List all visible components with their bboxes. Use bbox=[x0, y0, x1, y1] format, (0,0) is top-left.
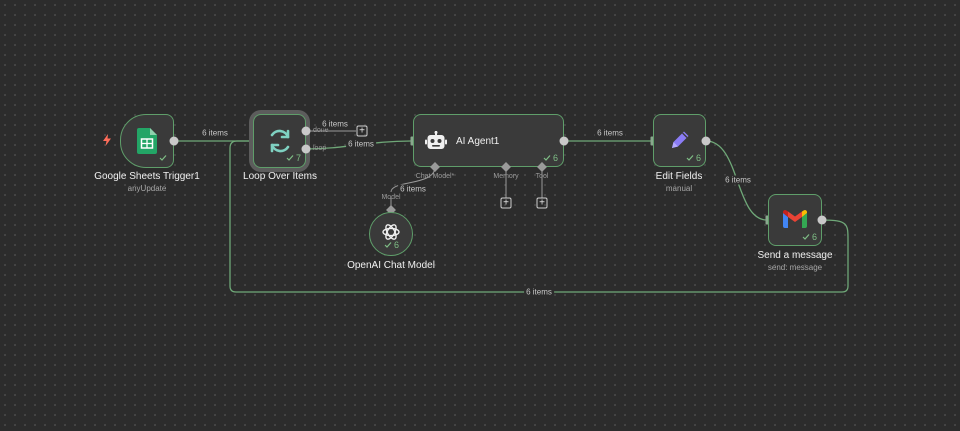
google-sheets-icon bbox=[135, 127, 159, 155]
loop-over-items-node[interactable]: 7 bbox=[253, 114, 306, 168]
edit-fields-subtitle: manual bbox=[665, 184, 693, 193]
edit-fields-success-count: 6 bbox=[686, 153, 701, 163]
add-tool-button[interactable]: + bbox=[536, 197, 548, 209]
openai-chat-model-node[interactable]: 6 bbox=[369, 212, 413, 256]
send-a-message-node[interactable]: 6 bbox=[768, 194, 822, 246]
trigger-bolt-icon bbox=[103, 134, 111, 146]
edge-send-to-loop bbox=[229, 140, 849, 293]
send-message-success-count: 6 bbox=[802, 232, 817, 242]
ai-agent-title: AI Agent1 bbox=[456, 136, 500, 147]
ai-agent-success-count: 6 bbox=[543, 153, 558, 163]
loop-done-output-handle[interactable] bbox=[301, 126, 311, 136]
add-memory-button[interactable]: + bbox=[500, 197, 512, 209]
openai-success-count: 6 bbox=[384, 240, 399, 250]
gmail-icon bbox=[782, 208, 808, 230]
loop-success-count: 7 bbox=[286, 153, 301, 163]
loop-input-handle[interactable] bbox=[249, 136, 255, 146]
edit-fields-output-handle[interactable] bbox=[701, 136, 711, 146]
memory-port-label: Memory bbox=[493, 173, 519, 180]
refresh-icon bbox=[266, 127, 294, 155]
edit-fields-title: Edit Fields bbox=[655, 171, 703, 182]
success-check-icon bbox=[159, 154, 167, 162]
edge-label-agent-to-edit: 6 items bbox=[595, 128, 625, 138]
ai-agent-node[interactable]: AI Agent1 6 bbox=[413, 114, 564, 167]
chat-model-port-label: Chat Model* bbox=[415, 173, 455, 180]
google-sheets-trigger-node[interactable] bbox=[120, 114, 174, 168]
openai-icon bbox=[380, 221, 402, 243]
edge-label-model-to-agent: 6 items bbox=[398, 184, 428, 194]
pencil-icon bbox=[667, 127, 693, 153]
send-message-title: Send a message bbox=[757, 250, 833, 261]
edit-fields-node[interactable]: 6 bbox=[653, 114, 706, 167]
robot-icon bbox=[424, 129, 448, 153]
openai-node-title: OpenAI Chat Model bbox=[347, 260, 435, 271]
ai-agent-output-handle[interactable] bbox=[559, 136, 569, 146]
edge-label-edit-to-send: 6 items bbox=[723, 175, 753, 185]
edge-label-loop-done: 6 items bbox=[320, 119, 350, 129]
sheets-trigger-output-handle[interactable] bbox=[169, 136, 179, 146]
loop-done-port-label: done bbox=[313, 127, 329, 134]
loop-done-add-button[interactable]: + bbox=[356, 125, 368, 137]
edge-label-send-to-loop: 6 items bbox=[524, 287, 554, 297]
edge-label-loop-to-agent: 6 items bbox=[346, 139, 376, 149]
tool-port-label: Tool bbox=[535, 173, 549, 180]
loop-loop-output-handle[interactable] bbox=[301, 144, 311, 154]
edge-label-trigger-to-loop: 6 items bbox=[200, 128, 230, 138]
send-message-output-handle[interactable] bbox=[817, 215, 827, 225]
loop-node-title: Loop Over Items bbox=[243, 171, 317, 182]
openai-model-port-label: Model bbox=[381, 194, 401, 201]
sheets-trigger-title: Google Sheets Trigger1 bbox=[94, 171, 200, 182]
send-message-subtitle: send: message bbox=[767, 263, 823, 272]
loop-loop-port-label: loop bbox=[313, 145, 327, 152]
sheets-trigger-subtitle: anyUpdate bbox=[127, 184, 167, 193]
